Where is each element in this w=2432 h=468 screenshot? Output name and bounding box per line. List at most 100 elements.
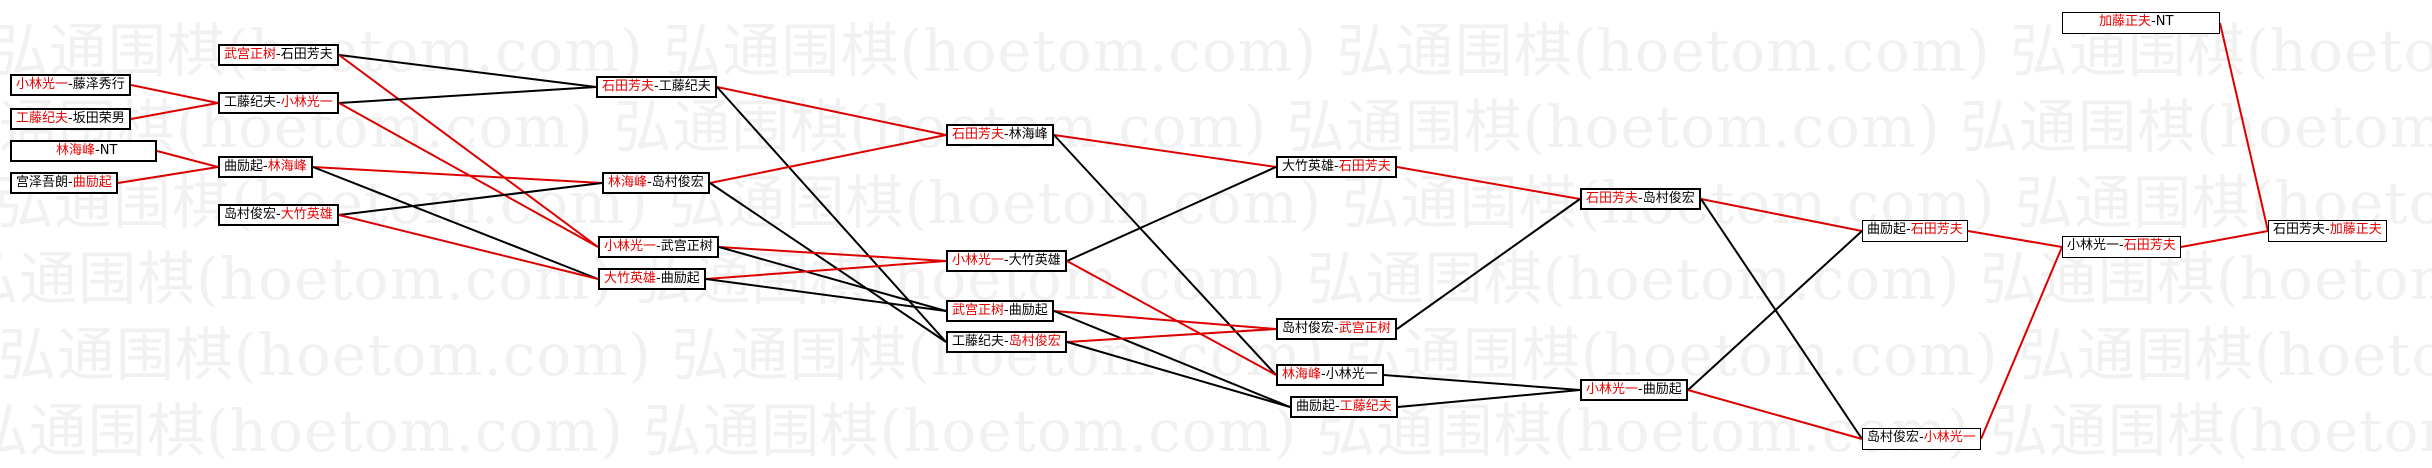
connector-r4a-r5a	[1053, 134, 1277, 168]
match-box[interactable]: 林海峰-NT	[10, 140, 157, 162]
player-name: 岛村俊宏	[1282, 321, 1335, 336]
player-name: 小林光一	[952, 253, 1005, 268]
connector-r4a-r5c	[1053, 134, 1277, 376]
connector-r6a-r7b	[1700, 198, 1863, 440]
connector-r3a-r4d	[716, 86, 947, 343]
player-name: 武宫正树	[1338, 321, 1391, 336]
player-name: 工藤纪夫	[224, 95, 277, 110]
match-box[interactable]: 曲励起-工藤纪夫	[1290, 396, 1398, 418]
player-name: 武宫正树	[660, 239, 713, 254]
player-name: 小林光一	[1325, 367, 1378, 382]
connector-r2b-r3a	[338, 86, 597, 104]
player-name: 武宫正树	[952, 303, 1005, 318]
connector-r8top-final	[2219, 22, 2269, 232]
match-box[interactable]: 林海峰-小林光一	[1276, 364, 1384, 386]
player-name: 小林光一	[2067, 238, 2120, 253]
player-name: 大竹英雄	[1282, 159, 1335, 174]
match-box[interactable]: 小林光一-石田芳夫	[2062, 236, 2181, 258]
final-match-box[interactable]: 石田芳夫-加藤正夫	[2268, 220, 2387, 242]
connector-r2d-r3b	[338, 182, 603, 216]
player-name: 石田芳夫	[280, 47, 333, 62]
connector-r6a-r7a	[1700, 198, 1863, 232]
match-box[interactable]: 宫泽吾朗-曲励起	[10, 172, 118, 194]
connector-r1a-r2b	[130, 84, 219, 104]
player-name: 工藤纪夫	[16, 111, 69, 126]
player-name: 林海峰	[56, 143, 96, 158]
player-name: 曲励起	[1642, 382, 1682, 397]
connector-r8a-final	[2180, 230, 2269, 248]
match-box[interactable]: 岛村俊宏-小林光一	[1862, 428, 1981, 450]
player-name: 林海峰	[1008, 127, 1048, 142]
connector-r7a-r8a	[1967, 230, 2063, 248]
match-box[interactable]: 武宫正树-石田芳夫	[218, 44, 339, 66]
match-box[interactable]: 石田芳夫-林海峰	[946, 124, 1054, 146]
connector-r4b-r5c	[1066, 260, 1277, 376]
match-box[interactable]: 工藤纪夫-坂田荣男	[10, 108, 131, 130]
player-name: 岛村俊宏	[1008, 334, 1061, 349]
player-name: 林海峰	[267, 159, 307, 174]
match-box[interactable]: 曲励起-林海峰	[218, 156, 313, 178]
connector-r3a-r4a	[716, 86, 947, 136]
match-box[interactable]: 武宫正树-曲励起	[946, 300, 1054, 322]
connector-r6b-r7a	[1687, 230, 1863, 391]
connector-r3c-r4c	[718, 246, 947, 312]
player-name: 武宫正树	[224, 47, 277, 62]
connector-r2a-r3a	[338, 54, 597, 88]
player-name: 大竹英雄	[280, 207, 333, 222]
player-name: 石田芳夫	[952, 127, 1005, 142]
match-box[interactable]: 岛村俊宏-武宫正树	[1276, 318, 1397, 340]
connector-r3b-r4a	[709, 134, 947, 184]
connector-r4c-r5d	[1053, 310, 1291, 408]
player-name: 小林光一	[16, 77, 69, 92]
player-name: 曲励起	[72, 175, 112, 190]
match-box[interactable]: 工藤纪夫-小林光一	[218, 92, 339, 114]
connector-r3d-r4b	[705, 260, 947, 280]
match-box[interactable]: 曲励起-石田芳夫	[1862, 220, 1968, 242]
player-name: 林海峰	[608, 175, 648, 190]
match-box[interactable]: 石田芳夫-岛村俊宏	[1580, 188, 1701, 210]
connector-r1d-r2c	[117, 166, 219, 184]
match-box[interactable]: 小林光一-曲励起	[1580, 379, 1688, 401]
player-name: 石田芳夫	[1338, 159, 1391, 174]
match-box[interactable]: 工藤纪夫-岛村俊宏	[946, 331, 1067, 353]
player-name: 藤泽秀行	[72, 77, 125, 92]
match-box[interactable]: 小林光一-武宫正树	[598, 236, 719, 258]
player-name: 石田芳夫	[1910, 222, 1963, 237]
player-name: 大竹英雄	[1008, 253, 1061, 268]
player-name: 岛村俊宏	[224, 207, 277, 222]
match-box[interactable]: 石田芳夫-工藤纪夫	[596, 76, 717, 98]
player-name: 工藤纪夫	[1339, 399, 1392, 414]
player-name: 加藤正夫	[2329, 222, 2382, 237]
player-name: 石田芳夫	[602, 79, 655, 94]
match-box[interactable]: 加藤正夫-NT	[2062, 12, 2220, 34]
player-name: 大竹英雄	[604, 271, 657, 286]
player-name: 岛村俊宏	[1867, 430, 1920, 445]
player-name: 曲励起	[1008, 303, 1048, 318]
connector-r2d-r3d	[338, 214, 599, 280]
connector-r5d-r6b	[1397, 389, 1581, 408]
connector-r7b-r8a	[1980, 246, 2063, 440]
connector-r2c-r3d	[312, 166, 599, 280]
player-name: 曲励起	[1867, 222, 1907, 237]
match-box[interactable]: 小林光一-藤泽秀行	[10, 74, 131, 96]
match-box[interactable]: 小林光一-大竹英雄	[946, 250, 1067, 272]
player-name: 林海峰	[1282, 367, 1322, 382]
player-name: 小林光一	[280, 95, 333, 110]
player-name: 宫泽吾朗	[16, 175, 69, 190]
match-box[interactable]: 大竹英雄-石田芳夫	[1276, 156, 1397, 178]
player-name: NT	[2155, 14, 2174, 29]
connector-r1c-r2c	[156, 150, 219, 168]
player-name: 石田芳夫	[2123, 238, 2176, 253]
match-box[interactable]: 林海峰-岛村俊宏	[602, 172, 710, 194]
match-box[interactable]: 岛村俊宏-大竹英雄	[218, 204, 339, 226]
player-name: 坂田荣男	[72, 111, 125, 126]
match-box[interactable]: 大竹英雄-曲励起	[598, 268, 706, 290]
player-name: 加藤正夫	[2099, 14, 2152, 29]
player-name: 岛村俊宏	[1642, 191, 1695, 206]
connector-r3b-r4d	[709, 182, 947, 343]
connector-r6b-r7b	[1687, 389, 1863, 440]
player-name: 曲励起	[1296, 399, 1336, 414]
connector-r5c-r6b	[1383, 374, 1581, 391]
player-name: 岛村俊宏	[651, 175, 704, 190]
